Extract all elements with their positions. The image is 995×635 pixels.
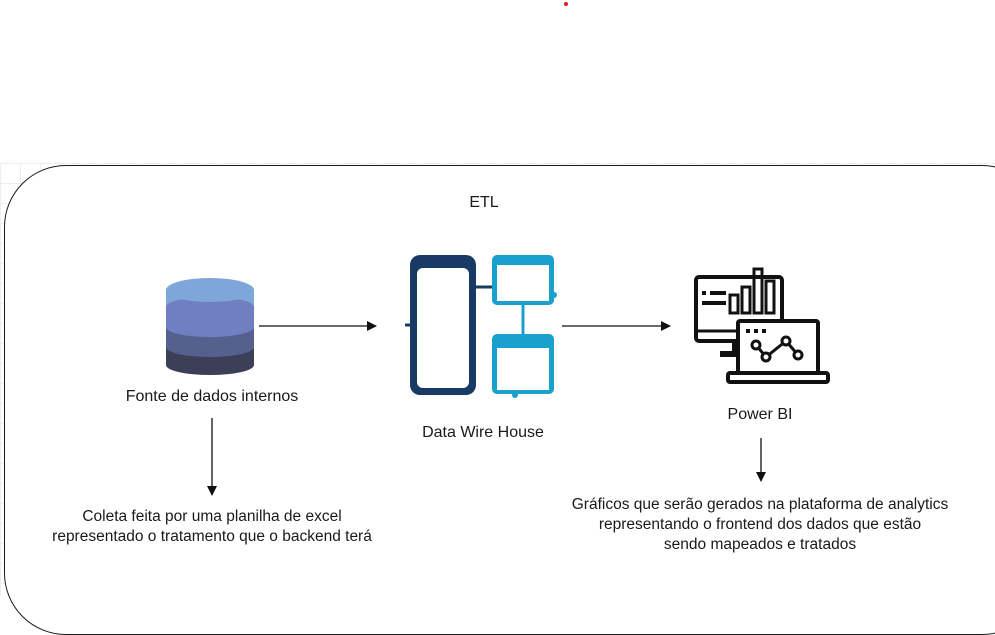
red-marker-dot [564,2,568,6]
note-powerbi-line-2: representando o frontend dos dados que e… [598,516,922,533]
analytics-dashboard-icon[interactable] [690,265,830,390]
node-label-warehouse: Data Wire House [422,424,544,441]
note-source-line-1: Coleta feita por uma planilha de excel [82,508,342,525]
note-powerbi-line-3: sendo mapeados e tratados [663,536,857,553]
note-powerbi-line-1: Gráficos que serão gerados na plataforma… [571,496,949,513]
data-warehouse-icon[interactable] [402,250,562,400]
connector-layer [207,321,766,496]
node-label-source: Fonte de dados internos [125,388,299,405]
note-source: Coleta feita por uma planilha de excel r… [20,507,404,547]
database-icon[interactable] [160,275,260,375]
node-label-powerbi: Power BI [727,406,793,423]
note-powerbi: Gráficos que serão gerados na plataforma… [540,495,980,555]
etl-group-label: ETL [469,194,499,211]
note-source-line-2: representado o tratamento que o backend … [52,528,372,545]
etl-group-container[interactable] [4,165,995,635]
